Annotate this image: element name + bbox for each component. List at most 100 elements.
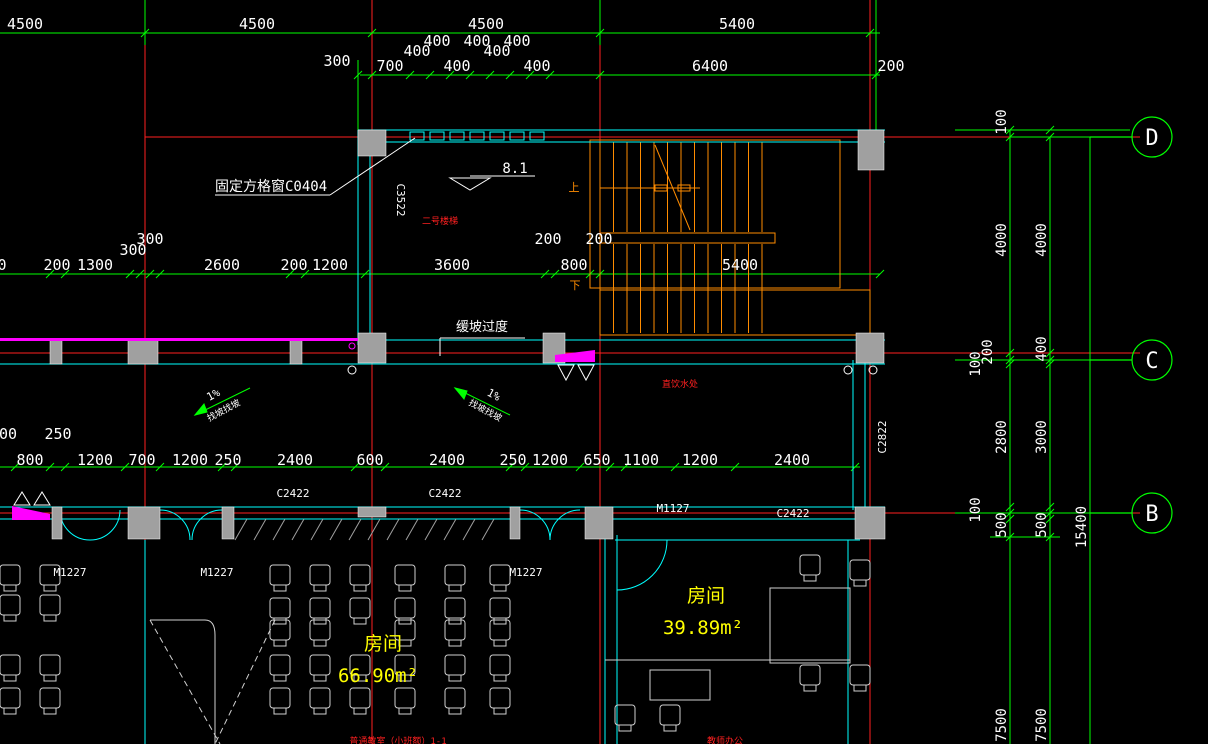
dim-r2-3: 500 bbox=[1034, 512, 1050, 537]
dim-low-7: 2400 bbox=[277, 451, 313, 469]
chair bbox=[444, 619, 466, 647]
chair bbox=[269, 654, 291, 682]
dim-tick bbox=[1005, 502, 1015, 512]
room1-bottom-label: 普通教室（小班额）1-1 bbox=[349, 735, 446, 744]
dim-mid-1: 200 bbox=[43, 256, 70, 274]
dim-tick bbox=[60, 462, 70, 472]
chair bbox=[489, 687, 511, 715]
window-pane bbox=[449, 131, 465, 141]
chair bbox=[39, 594, 61, 622]
dim-low-6: 250 bbox=[214, 451, 241, 469]
chair bbox=[614, 704, 636, 732]
label-stair-down: 下 bbox=[570, 279, 581, 292]
chair bbox=[349, 564, 371, 592]
dim-tick bbox=[1005, 508, 1015, 518]
dim-low-9: 2400 bbox=[429, 451, 465, 469]
window-hatch-line bbox=[367, 518, 381, 541]
chair bbox=[489, 597, 511, 625]
label-c2422-b: C2422 bbox=[428, 487, 461, 500]
label-elevation: 8.1 bbox=[502, 161, 527, 177]
dim-tick bbox=[1005, 514, 1015, 524]
annotation-lines bbox=[193, 137, 535, 416]
dim-mid-12: 5400 bbox=[722, 256, 758, 274]
dim-tick bbox=[540, 269, 550, 279]
dim-top3-4: 6400 bbox=[692, 57, 728, 75]
chair bbox=[39, 687, 61, 715]
dim-top2-2: 400 bbox=[503, 32, 530, 50]
dim-tick bbox=[505, 70, 515, 80]
label-c3522: C3522 bbox=[394, 183, 407, 216]
dim-r1-6: 500 bbox=[994, 512, 1010, 537]
chair bbox=[39, 654, 61, 682]
dim-tick bbox=[367, 28, 377, 38]
chair bbox=[0, 564, 21, 592]
dim-tick bbox=[730, 462, 740, 472]
dim-top3-2: 400 bbox=[443, 57, 470, 75]
dim-tick bbox=[865, 28, 875, 38]
dim-tick bbox=[871, 70, 881, 80]
dim-r2-4: 7500 bbox=[1034, 708, 1050, 742]
label-c2422-c: C2422 bbox=[776, 507, 809, 520]
label-slope2-txt: 找坡找坡 bbox=[467, 397, 504, 425]
chair bbox=[799, 554, 821, 582]
chair bbox=[269, 619, 291, 647]
dim-tick bbox=[1045, 355, 1055, 365]
dim-tick bbox=[575, 462, 585, 472]
window-hatch-line bbox=[272, 518, 286, 541]
dim-tick bbox=[1045, 132, 1055, 142]
dim-low-0: 00 bbox=[0, 425, 17, 443]
dim-tick bbox=[550, 269, 560, 279]
chair bbox=[394, 597, 416, 625]
dim-top1-2: 4500 bbox=[468, 15, 504, 33]
dim-low-1: 250 bbox=[44, 425, 71, 443]
dim-top2-4: 400 bbox=[483, 42, 510, 60]
dim-tick bbox=[545, 70, 555, 80]
dim-tick bbox=[1005, 348, 1015, 358]
dim-low-4: 700 bbox=[128, 451, 155, 469]
dim-tick bbox=[135, 269, 145, 279]
dim-tick bbox=[605, 462, 615, 472]
dim-top2-1: 400 bbox=[463, 32, 490, 50]
dim-tick bbox=[485, 70, 495, 80]
window-pane bbox=[429, 131, 445, 141]
dim-tick bbox=[155, 462, 165, 472]
chair bbox=[444, 687, 466, 715]
dim-tick bbox=[367, 70, 377, 80]
dim-tick bbox=[1005, 359, 1015, 369]
grid-bubble-labels: D C B bbox=[1145, 126, 1158, 527]
dim-tick bbox=[1005, 355, 1015, 365]
chair bbox=[309, 597, 331, 625]
dimension-lines bbox=[0, 0, 1130, 744]
dim-tick bbox=[125, 269, 135, 279]
dim-r2-0: 4000 bbox=[1034, 223, 1050, 257]
grid-label-d: D bbox=[1145, 126, 1158, 151]
dim-mid-10: 200 bbox=[585, 230, 612, 248]
dim-tick bbox=[45, 462, 55, 472]
grid-label-b: B bbox=[1145, 502, 1158, 527]
dim-tick bbox=[285, 269, 295, 279]
dim-tick bbox=[1045, 514, 1055, 524]
dim-r1-7: 7500 bbox=[994, 708, 1010, 742]
label-c2422-a: C2422 bbox=[276, 487, 309, 500]
label-m1227-c: M1227 bbox=[509, 566, 542, 579]
chair bbox=[269, 687, 291, 715]
dim-mid-8: 3600 bbox=[434, 256, 470, 274]
dim-tick bbox=[300, 269, 310, 279]
dim-mid-4: 300 bbox=[136, 230, 163, 248]
dim-mid-2: 1300 bbox=[77, 256, 113, 274]
room2-area: 39.89m² bbox=[663, 617, 743, 639]
dim-low-14: 1200 bbox=[682, 451, 718, 469]
window-pane bbox=[409, 131, 425, 141]
chair bbox=[309, 687, 331, 715]
dim-tick bbox=[465, 70, 475, 80]
dim-low-11: 1200 bbox=[532, 451, 568, 469]
window-hatch-line bbox=[253, 518, 267, 541]
chair bbox=[0, 654, 21, 682]
dim-mid-5: 2600 bbox=[204, 256, 240, 274]
dimension-texts-vertical: 100 4000 200 100 2800 100 500 7500 4000 … bbox=[968, 109, 1090, 742]
chair bbox=[394, 619, 416, 647]
chair bbox=[849, 559, 871, 587]
dim-tick bbox=[505, 462, 515, 472]
window-pane bbox=[529, 131, 545, 141]
window-hatch-line bbox=[291, 518, 305, 541]
